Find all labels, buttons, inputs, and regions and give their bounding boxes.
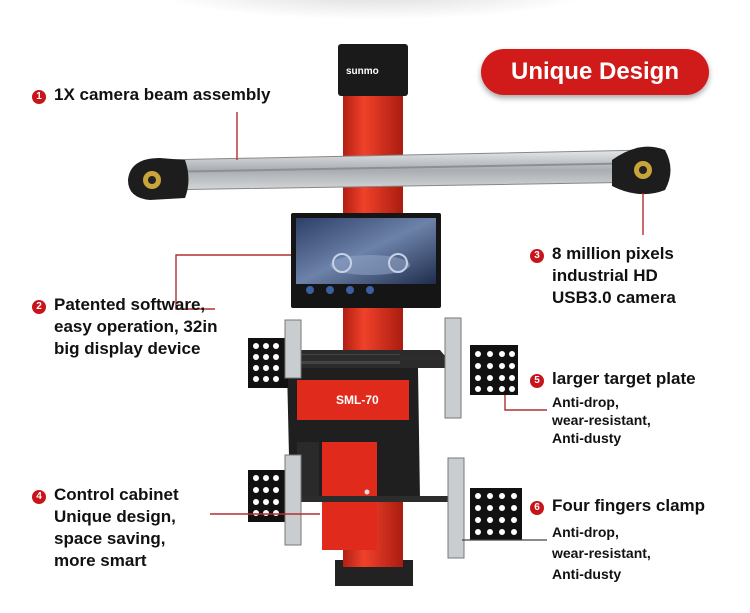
top-shadow bbox=[150, 0, 600, 20]
feature-3-number: 3 bbox=[530, 249, 544, 263]
callout-line-2 bbox=[175, 254, 291, 310]
feature-3: 3 8 million pixels industrial HD USB3.0 c… bbox=[530, 243, 676, 309]
feature-1-text: 1X camera beam assembly bbox=[54, 85, 271, 104]
feature-4-line-3: space saving, bbox=[54, 529, 166, 548]
target-plate-top-right bbox=[470, 345, 518, 395]
feature-4: 4 Control cabinet Unique design, space sa… bbox=[32, 484, 179, 572]
feature-2-number: 2 bbox=[32, 300, 46, 314]
clamps bbox=[284, 317, 465, 559]
feature-6-number: 6 bbox=[530, 501, 544, 515]
feature-4-line-4: more smart bbox=[54, 551, 147, 570]
feature-2: 2 Patented software, easy operation, 32in… bbox=[32, 294, 217, 360]
feature-1: 1 1X camera beam assembly bbox=[32, 84, 270, 106]
feature-5-details: Anti-drop, wear-resistant, Anti-dusty bbox=[552, 394, 651, 446]
feature-3-line-2: industrial HD bbox=[552, 266, 658, 285]
model-label: SML-70 bbox=[336, 393, 379, 407]
feature-3-line-3: USB3.0 camera bbox=[552, 288, 676, 307]
unique-design-badge: Unique Design bbox=[481, 49, 709, 95]
target-plate-top-left bbox=[248, 338, 288, 388]
feature-2-line-3: big display device bbox=[54, 339, 201, 358]
brand-logo: sunmo bbox=[346, 66, 379, 77]
feature-1-number: 1 bbox=[32, 90, 46, 104]
callout-line-5 bbox=[504, 395, 547, 411]
pillar-head bbox=[338, 44, 408, 96]
feature-4-line-2: Unique design, bbox=[54, 507, 176, 526]
feature-6-details: Anti-drop, wear-resistant, Anti-dusty bbox=[552, 524, 651, 582]
feature-3-line-1: 8 million pixels bbox=[552, 244, 674, 263]
feature-4-line-1: Control cabinet bbox=[54, 485, 179, 504]
feature-2-line-1: Patented software, bbox=[54, 295, 206, 314]
target-plate-bottom-right bbox=[470, 488, 522, 540]
feature-5-number: 5 bbox=[530, 374, 544, 388]
feature-2-line-2: easy operation, 32in bbox=[54, 317, 218, 336]
feature-4-number: 4 bbox=[32, 490, 46, 504]
